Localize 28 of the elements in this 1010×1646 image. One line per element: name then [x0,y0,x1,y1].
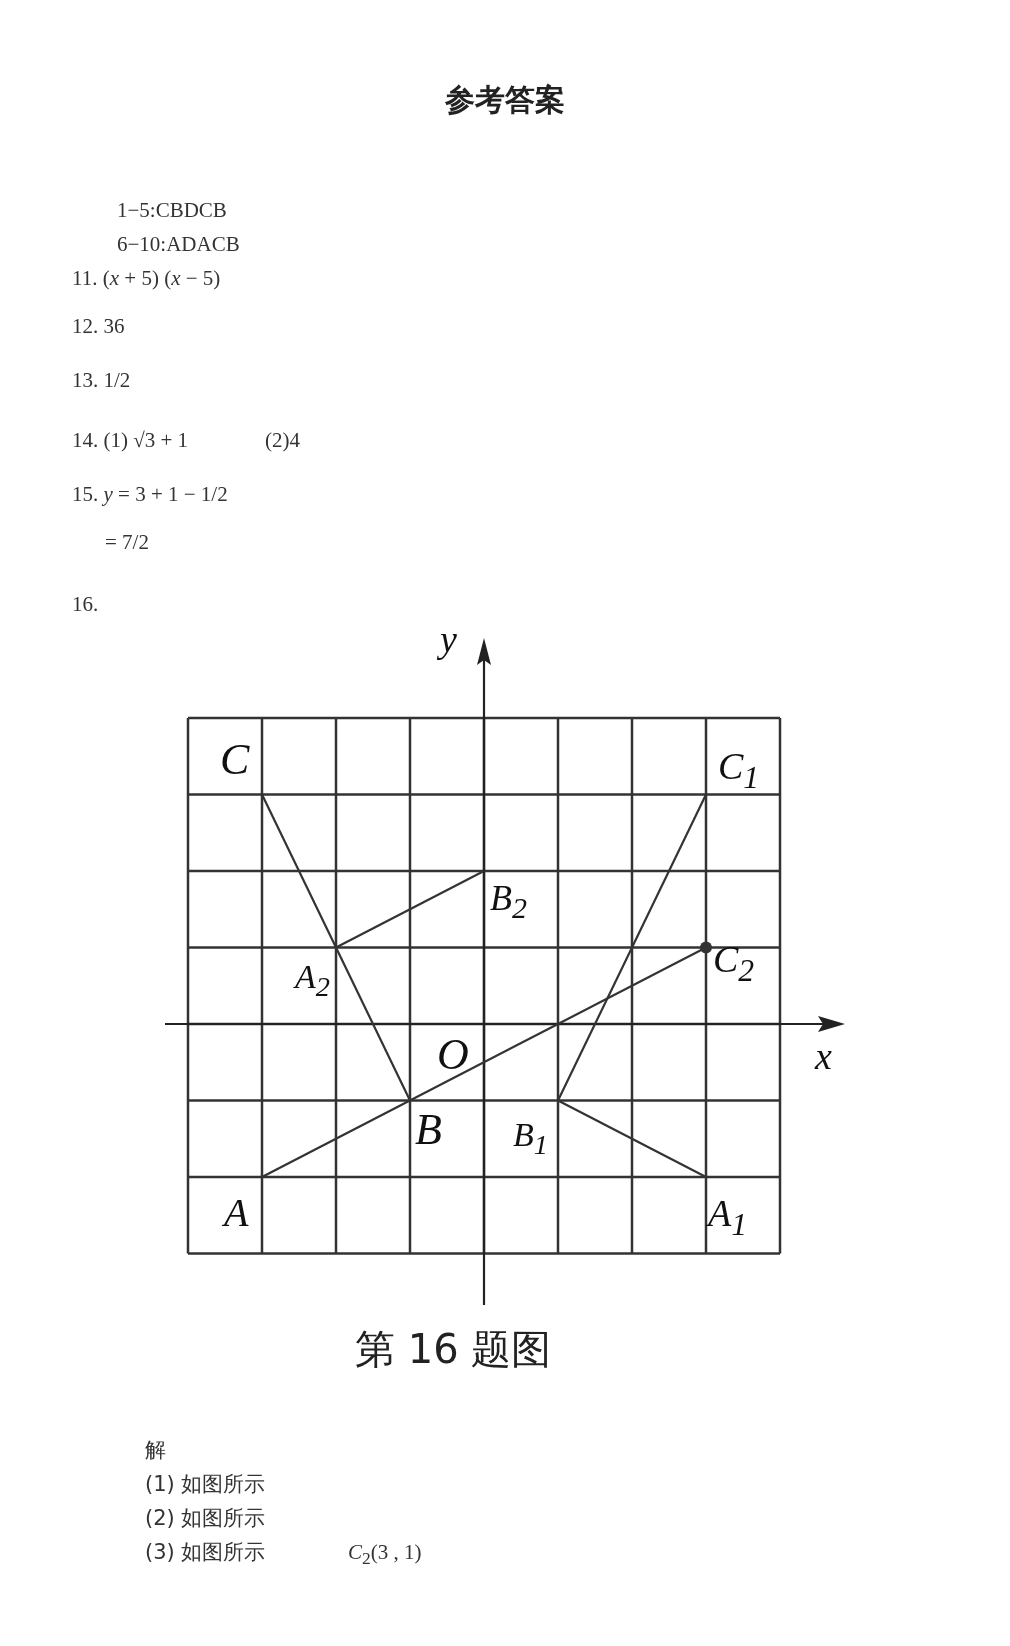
point-label: C [220,735,250,786]
point-label: C$_{2}$ [713,938,755,989]
point-label: B [415,1105,442,1156]
axis-label: x [815,1035,832,1079]
answer-line: 11. (x + 5) (x − 5) [72,266,221,291]
answer-line: (2)4 [265,428,300,453]
answer-line: 15. y = 3 + 1 − 1/2 [72,482,228,507]
point-label: A$_{2}$ [295,957,330,1004]
question-number: 16. [72,592,99,617]
answer-line: 12. 36 [72,314,125,339]
point-label: B$_{1}$ [513,1115,548,1162]
answer-line: = 7/2 [105,530,149,555]
answer-line: 14. (1) √3 + 1 [72,428,189,453]
point-label: C$_{1}$ [718,745,760,796]
figure-caption: 第 16 题图 [355,1325,552,1374]
page-title: 参考答案 [444,81,566,119]
answer-line: 13. 1/2 [72,368,131,393]
solution-heading: 解 [145,1438,166,1463]
answer-line: 1−5:CBDCB [117,198,227,223]
answer-line: (2) 如图所示 [145,1506,266,1531]
point-label: B$_{2}$ [490,878,527,926]
point-label: A [224,1190,249,1236]
coordinate-text: C$_{2}$(3 , 1) [348,1540,422,1569]
origin-label: O [437,1030,469,1081]
answer-line: (1) 如图所示 [145,1472,266,1497]
answer-line: 6−10:ADACB [117,232,240,257]
point-label: A$_{1}$ [708,1192,748,1243]
answer-line: (3) 如图所示 [145,1540,266,1565]
